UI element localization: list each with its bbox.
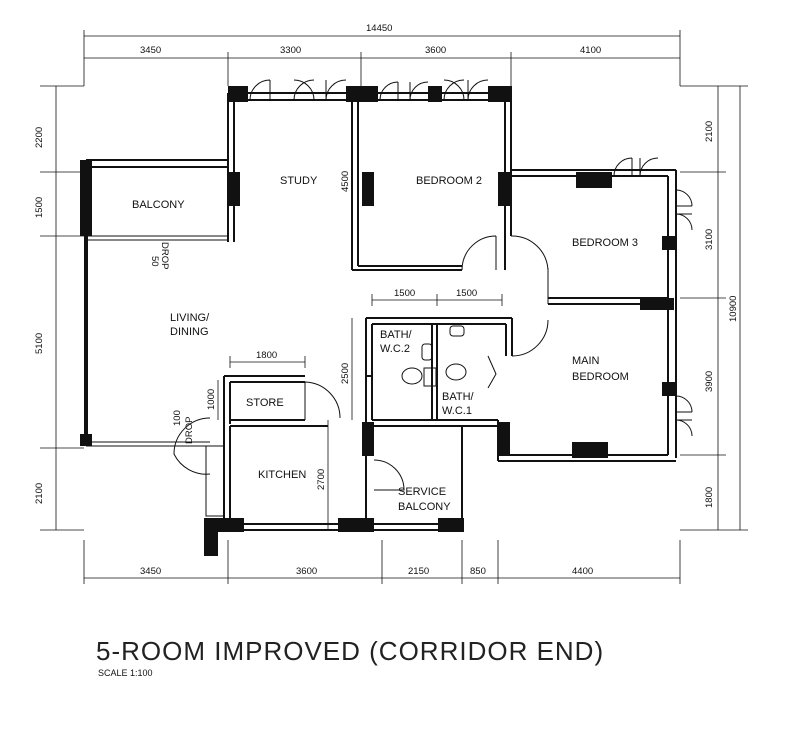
dim-inner-2500: 2500 xyxy=(340,363,351,384)
label-bath-2: BATH/ xyxy=(380,329,413,341)
label-wc-2: W.C.2 xyxy=(380,343,410,355)
dim-right-2: 3100 xyxy=(704,229,715,250)
label-drop-100b: DROP xyxy=(184,417,195,444)
label-store: STORE xyxy=(246,397,284,409)
structural-columns xyxy=(80,86,676,556)
dim-right-4: 1800 xyxy=(704,487,715,508)
dim-top-4: 4100 xyxy=(580,45,601,56)
dim-bottom-3: 2150 xyxy=(408,566,429,577)
dim-right-3: 3900 xyxy=(704,371,715,392)
dimension-lines xyxy=(40,30,748,584)
plan-scale: SCALE 1:100 xyxy=(98,668,153,678)
label-balcony: BALCONY xyxy=(132,199,185,211)
label-service: SERVICE xyxy=(398,486,446,498)
room-labels: STUDY BEDROOM 2 BEDROOM 3 BALCONY LIVING… xyxy=(132,175,638,513)
label-drop-100: 100 xyxy=(172,410,183,426)
dim-left-1: 2200 xyxy=(34,127,45,148)
dim-inner-1000: 1000 xyxy=(206,389,217,410)
dim-inner-1500a: 1500 xyxy=(394,288,415,299)
dim-left-3: 5100 xyxy=(34,333,45,354)
dim-bottom-2: 3600 xyxy=(296,566,317,577)
dim-top-3: 3600 xyxy=(425,45,446,56)
label-drop-50b: DROP xyxy=(159,242,170,269)
dimension-labels: 14450 3450 3300 3600 4100 3450 3600 2150… xyxy=(34,23,739,577)
bath-fixtures xyxy=(401,325,467,387)
dim-bottom-4: 850 xyxy=(470,566,486,577)
label-study: STUDY xyxy=(280,175,318,187)
label-bath-1: BATH/ xyxy=(442,391,475,403)
label-bedroom-3: BEDROOM 3 xyxy=(572,237,638,249)
dim-overall-top: 14450 xyxy=(366,23,392,34)
plan-title: 5-ROOM IMPROVED (CORRIDOR END) xyxy=(96,636,604,666)
doors-windows xyxy=(92,79,693,491)
label-wc-1: W.C.1 xyxy=(442,405,472,417)
label-service-balcony: BALCONY xyxy=(398,501,451,513)
dim-left-2: 1500 xyxy=(34,197,45,218)
label-living: LIVING/ xyxy=(170,312,210,324)
label-main: MAIN xyxy=(572,355,600,367)
dim-inner-2700: 2700 xyxy=(316,469,327,490)
label-kitchen: KITCHEN xyxy=(258,469,306,481)
label-bedroom-2: BEDROOM 2 xyxy=(416,175,482,187)
dim-top-1: 3450 xyxy=(140,45,161,56)
dim-bottom-1: 3450 xyxy=(140,566,161,577)
dim-top-2: 3300 xyxy=(280,45,301,56)
label-main-bedroom: BEDROOM xyxy=(572,371,629,383)
dim-inner-1500b: 1500 xyxy=(456,288,477,299)
label-drop-50: 50 xyxy=(149,256,160,267)
dim-inner-1800: 1800 xyxy=(256,350,277,361)
dim-bottom-5: 4400 xyxy=(572,566,593,577)
dim-left-4: 2100 xyxy=(34,483,45,504)
dim-inner-4500: 4500 xyxy=(340,171,351,192)
dim-right-1: 2100 xyxy=(704,121,715,142)
label-dining: DINING xyxy=(170,326,209,338)
dim-overall-right: 10900 xyxy=(728,296,739,322)
